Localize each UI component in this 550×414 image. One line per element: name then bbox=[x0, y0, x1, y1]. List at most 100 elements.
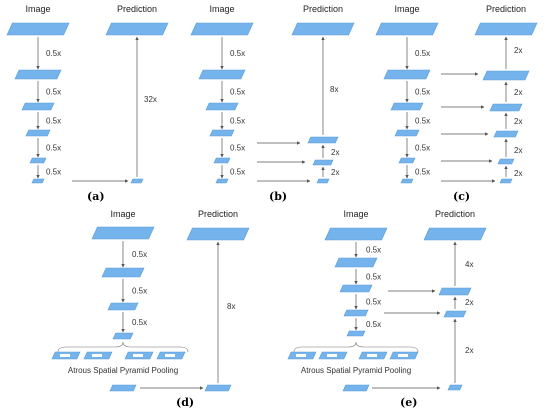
aspp-brace bbox=[57, 341, 189, 353]
prediction-layer bbox=[316, 178, 330, 184]
encoder-layer bbox=[14, 69, 62, 80]
prediction-layer bbox=[443, 310, 467, 318]
scale-label-0.5x: 0.5x bbox=[46, 144, 61, 153]
aspp-dilation-hole bbox=[327, 354, 337, 357]
encoder-layer bbox=[209, 129, 235, 137]
encoder-layer bbox=[91, 226, 155, 240]
encoder-layer bbox=[198, 69, 246, 80]
encoder-layer bbox=[205, 102, 239, 111]
image-header: Image bbox=[209, 4, 234, 14]
prediction-layer bbox=[423, 227, 487, 241]
prediction-layer bbox=[474, 22, 538, 36]
scale-label-0.5x: 0.5x bbox=[46, 117, 61, 126]
scale-label-0.5x: 0.5x bbox=[366, 320, 381, 329]
scale-label-0.5x: 0.5x bbox=[230, 88, 245, 97]
encoder-layer bbox=[190, 22, 254, 36]
prediction-layer bbox=[499, 178, 513, 184]
prediction-layer bbox=[186, 227, 250, 241]
encoder-layer bbox=[390, 102, 424, 111]
scale-label-4x: 4x bbox=[465, 260, 473, 269]
prediction-layer bbox=[105, 22, 169, 36]
scale-label-0.5x: 0.5x bbox=[415, 144, 430, 153]
encoder-layer bbox=[334, 257, 378, 268]
scale-label-0.5x: 0.5x bbox=[415, 49, 430, 58]
prediction-header: Prediction bbox=[117, 4, 157, 14]
aspp-brace bbox=[293, 341, 419, 353]
encoder-layer bbox=[213, 157, 231, 164]
scale-label-8x: 8x bbox=[227, 302, 235, 311]
encoder-layer bbox=[107, 302, 139, 311]
scale-label-0.5x: 0.5x bbox=[230, 168, 245, 177]
scale-label-2x: 2x bbox=[514, 117, 522, 126]
panel-label-a: (a) bbox=[87, 190, 105, 203]
scale-label-0.5x: 0.5x bbox=[230, 144, 245, 153]
prediction-header: Prediction bbox=[198, 209, 238, 219]
aspp-dilation-hole bbox=[296, 354, 306, 357]
encoder-layer bbox=[25, 129, 51, 137]
encoder-layer bbox=[21, 102, 55, 111]
panel-label-c: (c) bbox=[453, 190, 470, 203]
encoder-layer bbox=[31, 178, 45, 184]
prediction-header: Prediction bbox=[435, 209, 475, 219]
aspp-dilation-hole bbox=[60, 354, 70, 357]
scale-label-0.5x: 0.5x bbox=[366, 246, 381, 255]
image-header: Image bbox=[394, 4, 419, 14]
aspp-label: Atrous Spatial Pyramid Pooling bbox=[301, 366, 411, 375]
encoder-layer bbox=[400, 178, 414, 184]
prediction-layer bbox=[482, 70, 530, 81]
encoder-layer bbox=[394, 129, 420, 137]
panel-label-b: (b) bbox=[269, 190, 287, 203]
encoder-layer bbox=[375, 22, 439, 36]
encoder-layer bbox=[215, 178, 229, 184]
scale-label-0.5x: 0.5x bbox=[46, 49, 61, 58]
aspp-dilation-hole bbox=[398, 354, 408, 357]
encoder-layer bbox=[343, 309, 369, 317]
scale-label-2x: 2x bbox=[514, 146, 522, 155]
scale-label-0.5x: 0.5x bbox=[415, 88, 430, 97]
scale-label-2x: 2x bbox=[514, 46, 522, 55]
prediction-layer bbox=[497, 158, 515, 165]
image-header: Image bbox=[110, 209, 135, 219]
encoder-layer bbox=[112, 332, 134, 340]
prediction-layer bbox=[130, 178, 144, 184]
scale-label-0.5x: 0.5x bbox=[46, 168, 61, 177]
scale-label-0.5x: 0.5x bbox=[415, 117, 430, 126]
prediction-layer bbox=[291, 22, 355, 36]
encoder-layer bbox=[324, 227, 388, 241]
prediction-layer bbox=[447, 384, 463, 391]
scale-label-0.5x: 0.5x bbox=[46, 88, 61, 97]
scale-label-32x: 32x bbox=[144, 95, 157, 104]
encoder-layer bbox=[398, 157, 416, 164]
scale-label-0.5x: 0.5x bbox=[366, 273, 381, 282]
aspp-dilation-hole bbox=[133, 354, 143, 357]
scale-label-2x: 2x bbox=[465, 346, 473, 355]
scale-label-0.5x: 0.5x bbox=[230, 49, 245, 58]
prediction-layer bbox=[312, 159, 334, 166]
image-header: Image bbox=[25, 4, 50, 14]
scale-label-2x: 2x bbox=[514, 88, 522, 97]
scale-label-2x: 2x bbox=[331, 148, 339, 157]
prediction-header: Prediction bbox=[303, 4, 343, 14]
aspp-dilation-hole bbox=[92, 354, 102, 357]
prediction-layer bbox=[493, 130, 519, 138]
scale-label-0.5x: 0.5x bbox=[132, 318, 147, 327]
scale-label-0.5x: 0.5x bbox=[132, 287, 147, 296]
prediction-layer bbox=[438, 287, 472, 296]
prediction-layer bbox=[204, 384, 232, 392]
scale-label-2x: 2x bbox=[514, 169, 522, 178]
aspp-dilation-hole bbox=[367, 354, 377, 357]
encoder-layer bbox=[101, 267, 145, 278]
scale-label-2x: 2x bbox=[465, 298, 473, 307]
prediction-layer bbox=[307, 136, 339, 144]
scale-label-8x: 8x bbox=[330, 85, 338, 94]
encoder-layer bbox=[29, 157, 47, 164]
prediction-layer bbox=[489, 103, 523, 112]
panel-label-e: (e) bbox=[400, 396, 417, 409]
encoder-layer bbox=[6, 22, 70, 36]
aspp-output-layer bbox=[342, 384, 370, 392]
prediction-header: Prediction bbox=[486, 4, 526, 14]
scale-label-0.5x: 0.5x bbox=[132, 250, 147, 259]
encoder-layer bbox=[383, 69, 431, 80]
aspp-output-layer bbox=[109, 384, 137, 392]
